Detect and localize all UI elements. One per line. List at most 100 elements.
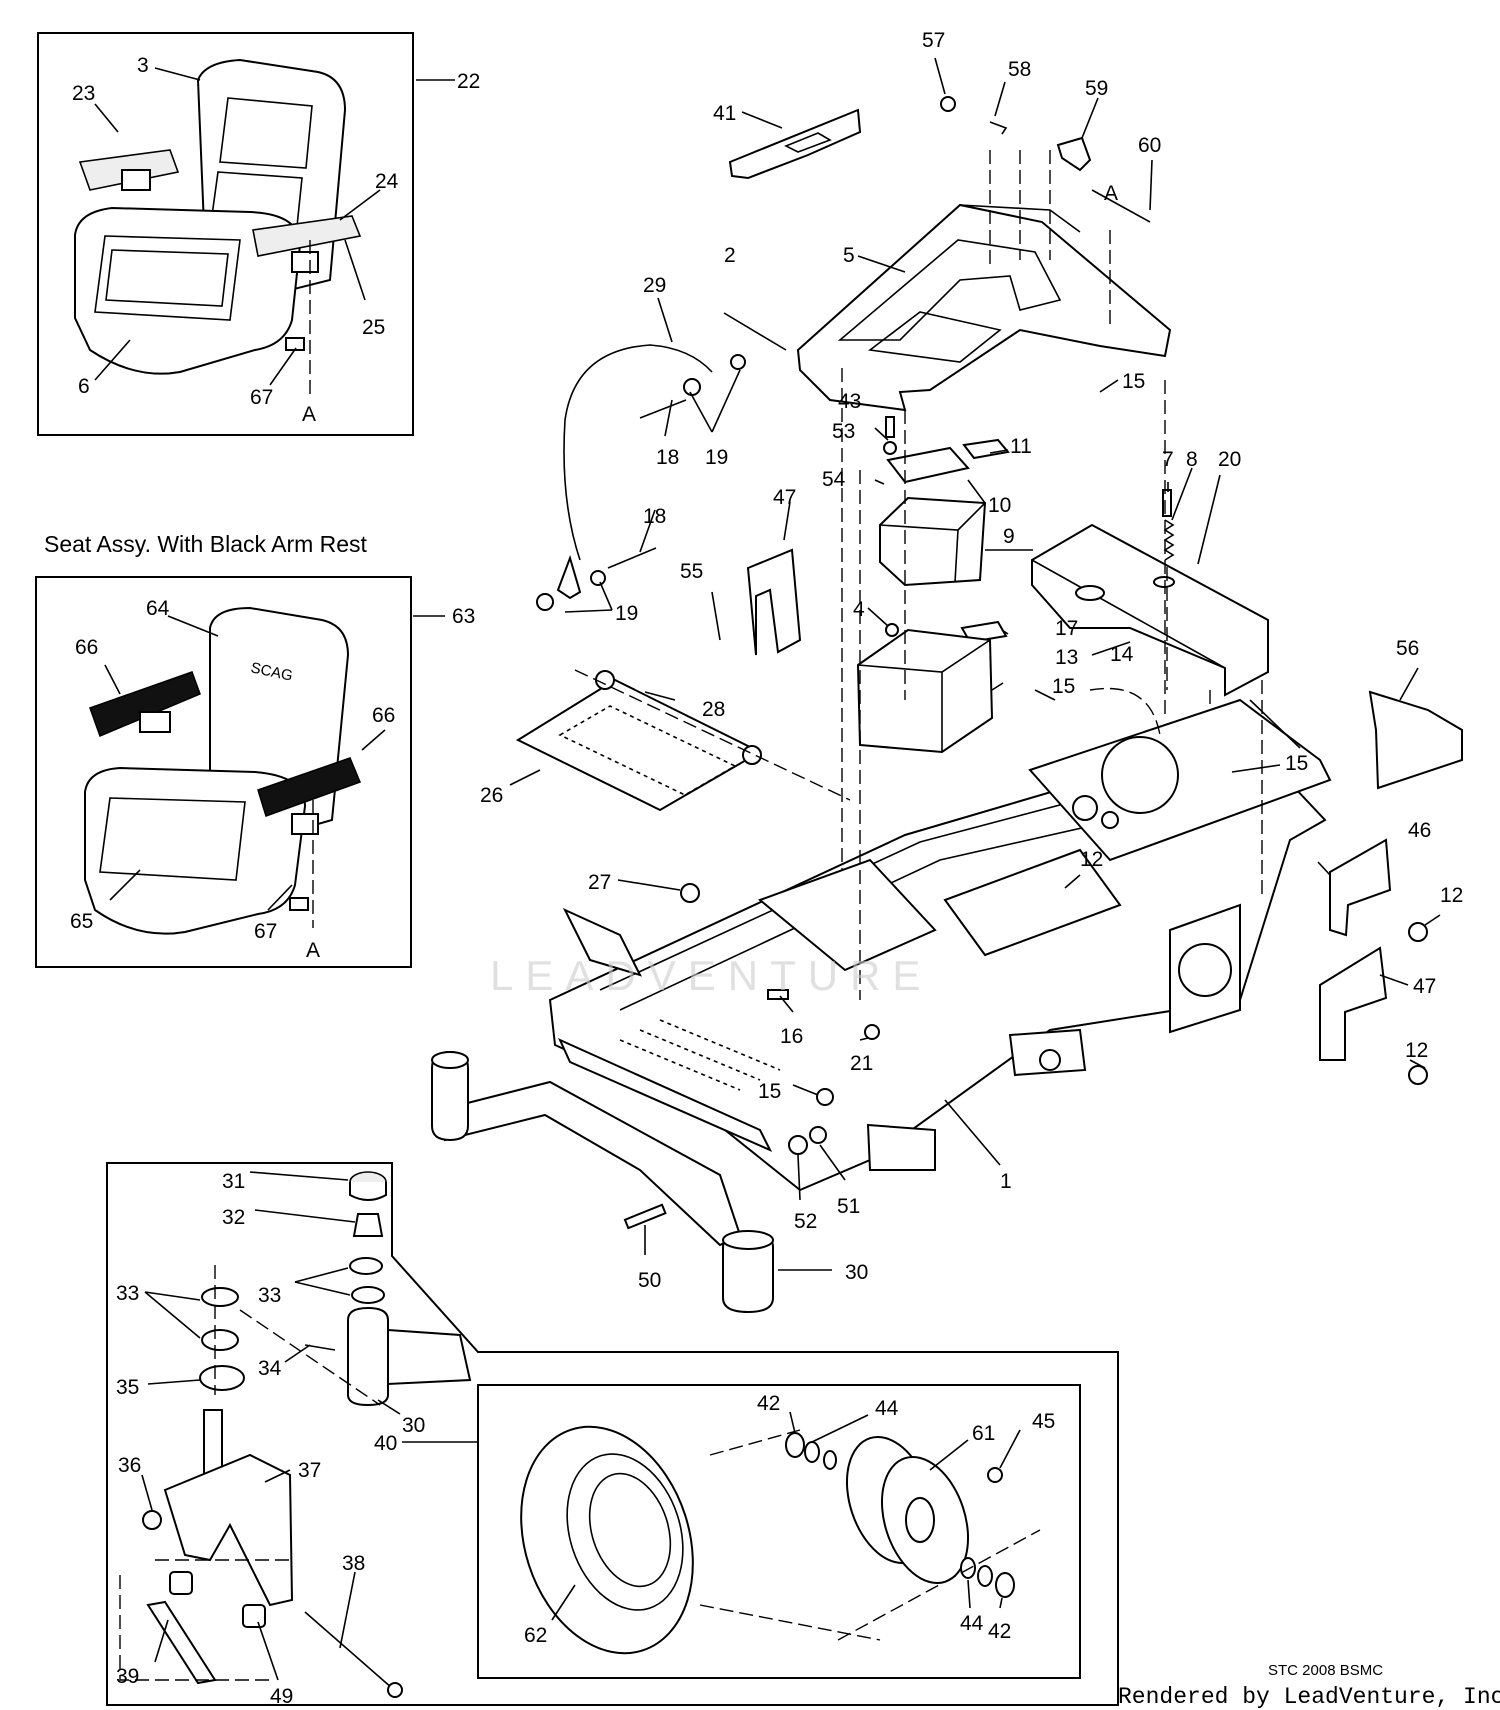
spring-8 xyxy=(1163,519,1175,561)
bolt-43 xyxy=(885,416,895,438)
bushing-51 xyxy=(809,1126,827,1144)
callout-55: 55 xyxy=(680,560,703,583)
callout-11: 11 xyxy=(1010,435,1032,458)
seat-pan xyxy=(796,203,1172,412)
callout-43: 43 xyxy=(838,390,861,413)
callout-31: 31 xyxy=(222,1170,245,1193)
callout-14: 14 xyxy=(1110,643,1134,666)
bolt-16 xyxy=(767,989,789,1000)
pad-11 xyxy=(962,438,1010,460)
bolt-12b xyxy=(1408,1065,1428,1085)
callout-53: 53 xyxy=(832,420,855,443)
callout-15a: 15 xyxy=(1122,370,1145,393)
callout-35: 35 xyxy=(116,1376,139,1399)
callout-12b: 12 xyxy=(1440,884,1463,907)
callout-2: 2 xyxy=(724,244,736,267)
callout-47a: 47 xyxy=(773,486,796,509)
callout-39: 39 xyxy=(116,1665,139,1688)
callout-22: 22 xyxy=(457,70,480,93)
callout-29: 29 xyxy=(643,274,666,297)
callout-12c: 12 xyxy=(1405,1039,1428,1062)
callout-4: 4 xyxy=(853,598,865,621)
rendered-by-text: Rendered by LeadVenture, Inc. xyxy=(1118,1684,1500,1710)
seat-black-armrest: SCAG xyxy=(84,606,361,935)
callout-12a: 12 xyxy=(1080,848,1103,871)
nut-27 xyxy=(680,883,700,903)
callout-18a: 18 xyxy=(656,446,679,469)
callout-54: 54 xyxy=(822,468,846,491)
callout-21: 21 xyxy=(850,1052,873,1075)
wheel-assembly-box xyxy=(477,1384,1081,1679)
nut-21 xyxy=(864,1024,880,1040)
callout-19a: 19 xyxy=(705,446,728,469)
bracket-46 xyxy=(1329,838,1392,937)
callout-28: 28 xyxy=(702,698,725,721)
callout-59: 59 xyxy=(1085,77,1108,100)
callout-30b: 30 xyxy=(402,1414,425,1437)
foot-plate xyxy=(515,670,763,812)
callout-33b: 33 xyxy=(258,1284,281,1307)
battery-hold-down xyxy=(886,446,970,484)
callout-42a: 42 xyxy=(757,1392,780,1415)
callout-15d: 15 xyxy=(758,1080,781,1103)
bracket-47-right xyxy=(1319,946,1388,1061)
callout-45: 45 xyxy=(1032,1410,1055,1433)
callout-44a: 44 xyxy=(875,1397,899,1420)
battery xyxy=(879,496,987,587)
callout-15b: 15 xyxy=(1052,675,1075,698)
callout-19b: 19 xyxy=(615,602,638,625)
callout-10: 10 xyxy=(988,494,1011,517)
washer-53 xyxy=(883,441,897,455)
callout-56: 56 xyxy=(1396,637,1419,660)
leader-lines xyxy=(94,57,1441,1681)
callout-42b: 42 xyxy=(988,1620,1011,1643)
callout-37: 37 xyxy=(298,1459,321,1482)
callout-62: 62 xyxy=(524,1624,547,1647)
bracket-41 xyxy=(728,108,862,180)
callout-24: 24 xyxy=(375,170,399,193)
callout-25: 25 xyxy=(362,316,385,339)
caster-parts xyxy=(142,1171,472,1698)
callout-Ab: A xyxy=(1104,182,1118,205)
callout-58: 58 xyxy=(1008,58,1031,81)
battery-box xyxy=(856,628,994,754)
callout-6: 6 xyxy=(78,375,90,398)
callout-32: 32 xyxy=(222,1206,245,1229)
bolt-7 xyxy=(1162,489,1172,517)
callout-41: 41 xyxy=(713,102,736,125)
bracket-47-left xyxy=(746,548,802,656)
watermark-text: LEADVENTURE xyxy=(490,952,932,999)
callout-15c: 15 xyxy=(1285,752,1308,775)
caster-assembly-box xyxy=(106,1162,1119,1706)
copyright-text: STC 2008 BSMC xyxy=(1268,1662,1383,1679)
callout-66a: 66 xyxy=(75,636,98,659)
front-axle xyxy=(431,1050,774,1314)
seat-black-armrest-box xyxy=(35,576,412,968)
callout-18b: 18 xyxy=(643,505,666,528)
callout-67b: 67 xyxy=(254,920,277,943)
callout-Aa: A xyxy=(302,403,316,426)
callout-9: 9 xyxy=(1003,525,1015,548)
callout-52: 52 xyxy=(794,1210,817,1233)
callout-23: 23 xyxy=(72,82,95,105)
callout-66b: 66 xyxy=(372,704,395,727)
callout-Ac: A xyxy=(306,939,320,962)
wheel-hub xyxy=(785,1432,1015,1598)
main-frame xyxy=(548,698,1332,1192)
callout-33a: 33 xyxy=(116,1282,139,1305)
seat-latch-parts xyxy=(940,96,1151,223)
callout-26: 26 xyxy=(480,784,503,807)
callout-46: 46 xyxy=(1408,819,1431,842)
nut-4 xyxy=(885,623,899,637)
callout-17: 17 xyxy=(1055,617,1078,640)
bolt-50 xyxy=(623,1203,667,1230)
callout-57: 57 xyxy=(922,29,945,52)
callout-65: 65 xyxy=(70,910,93,933)
callout-16: 16 xyxy=(780,1025,803,1048)
callout-50: 50 xyxy=(638,1269,661,1292)
callout-49: 49 xyxy=(270,1685,293,1708)
nut-15d xyxy=(816,1088,834,1106)
callout-1: 1 xyxy=(1000,1170,1012,1193)
seat-grey-armrest xyxy=(74,58,362,395)
callout-60: 60 xyxy=(1138,134,1161,157)
